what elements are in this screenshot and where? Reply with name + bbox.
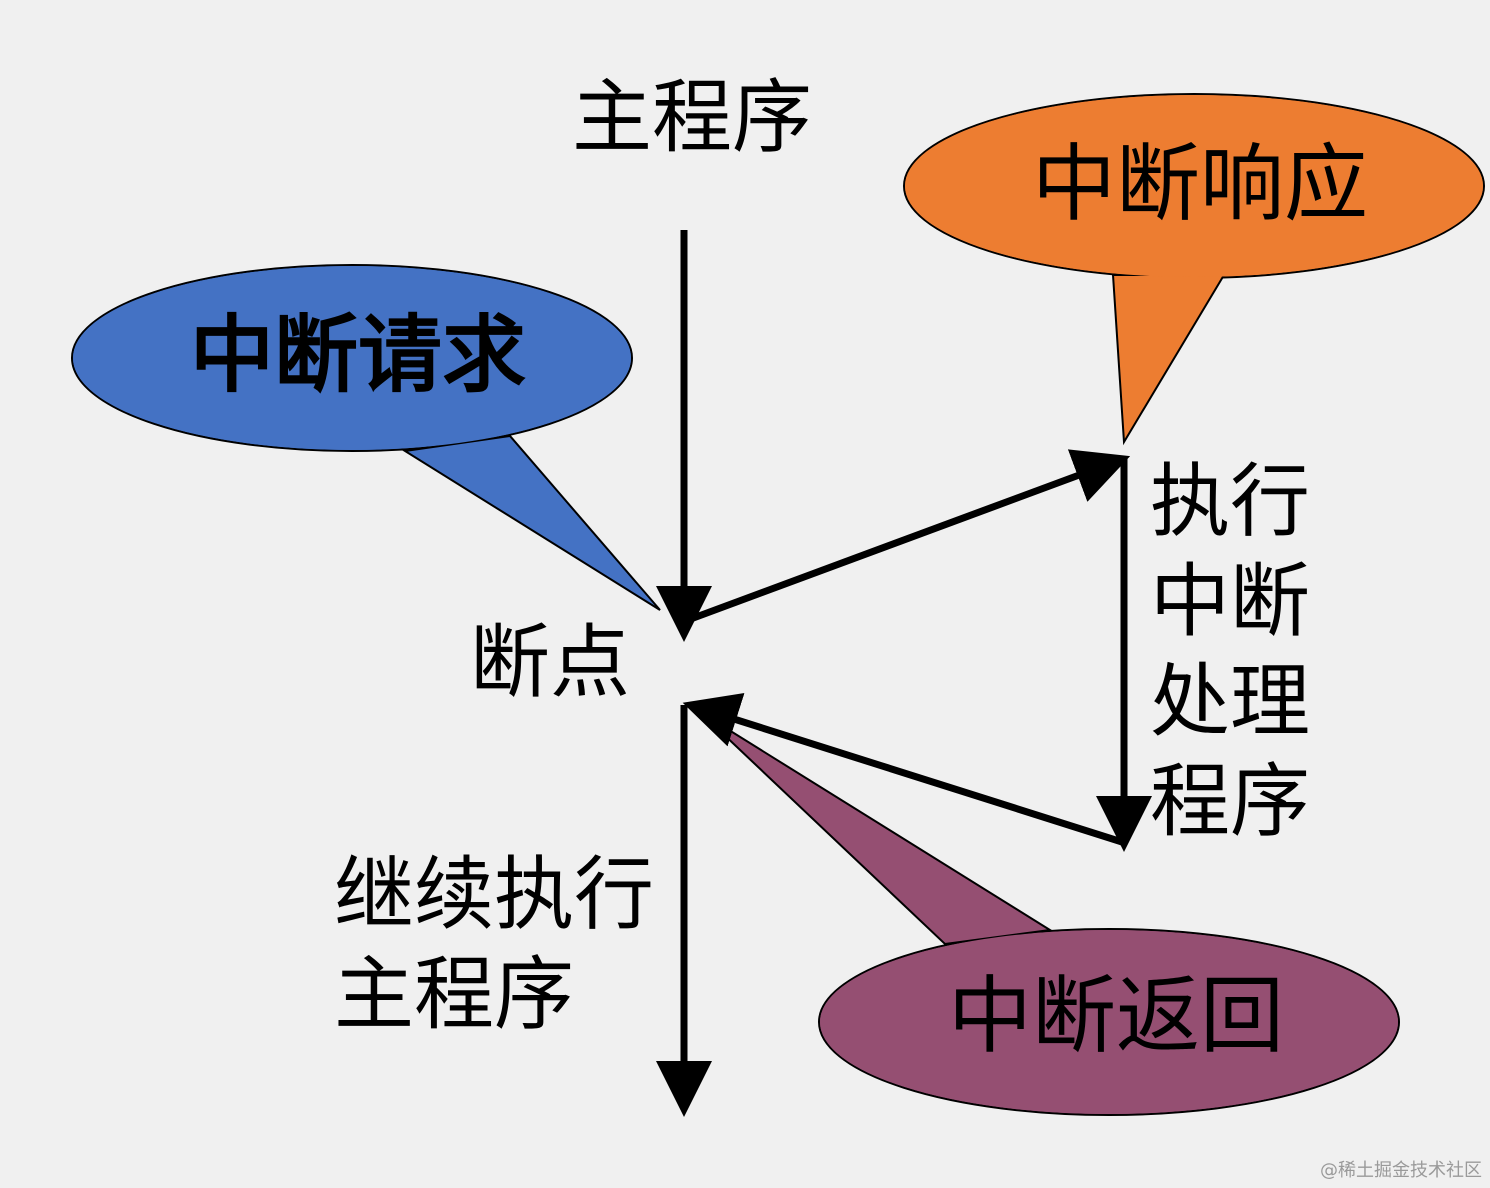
handler-program-label: 执行 中断 处理 程序 [1150, 455, 1310, 848]
bubble-interrupt-return [699, 711, 1400, 1116]
main-program-label: 主程序 [572, 71, 812, 164]
bubble-interrupt-request [71, 264, 661, 611]
bubble-response-label: 中断响应 [1032, 135, 1369, 233]
bubble-request-tail [402, 434, 661, 611]
return-arrow [682, 692, 1124, 846]
bubble-return-tail [699, 711, 1053, 946]
watermark: @稀土掘金技术社区 [1320, 1160, 1482, 1181]
bubble-return-label: 中断返回 [948, 967, 1285, 1065]
continue-main-label: 继续执行 主程序 [334, 848, 654, 1041]
to-handler-arrow [686, 449, 1131, 624]
bubble-request-label: 中断请求 [190, 306, 527, 404]
bubble-interrupt-response [903, 93, 1485, 446]
bubble-response-tail [1111, 274, 1226, 446]
breakpoint-label: 断点 [470, 616, 630, 709]
